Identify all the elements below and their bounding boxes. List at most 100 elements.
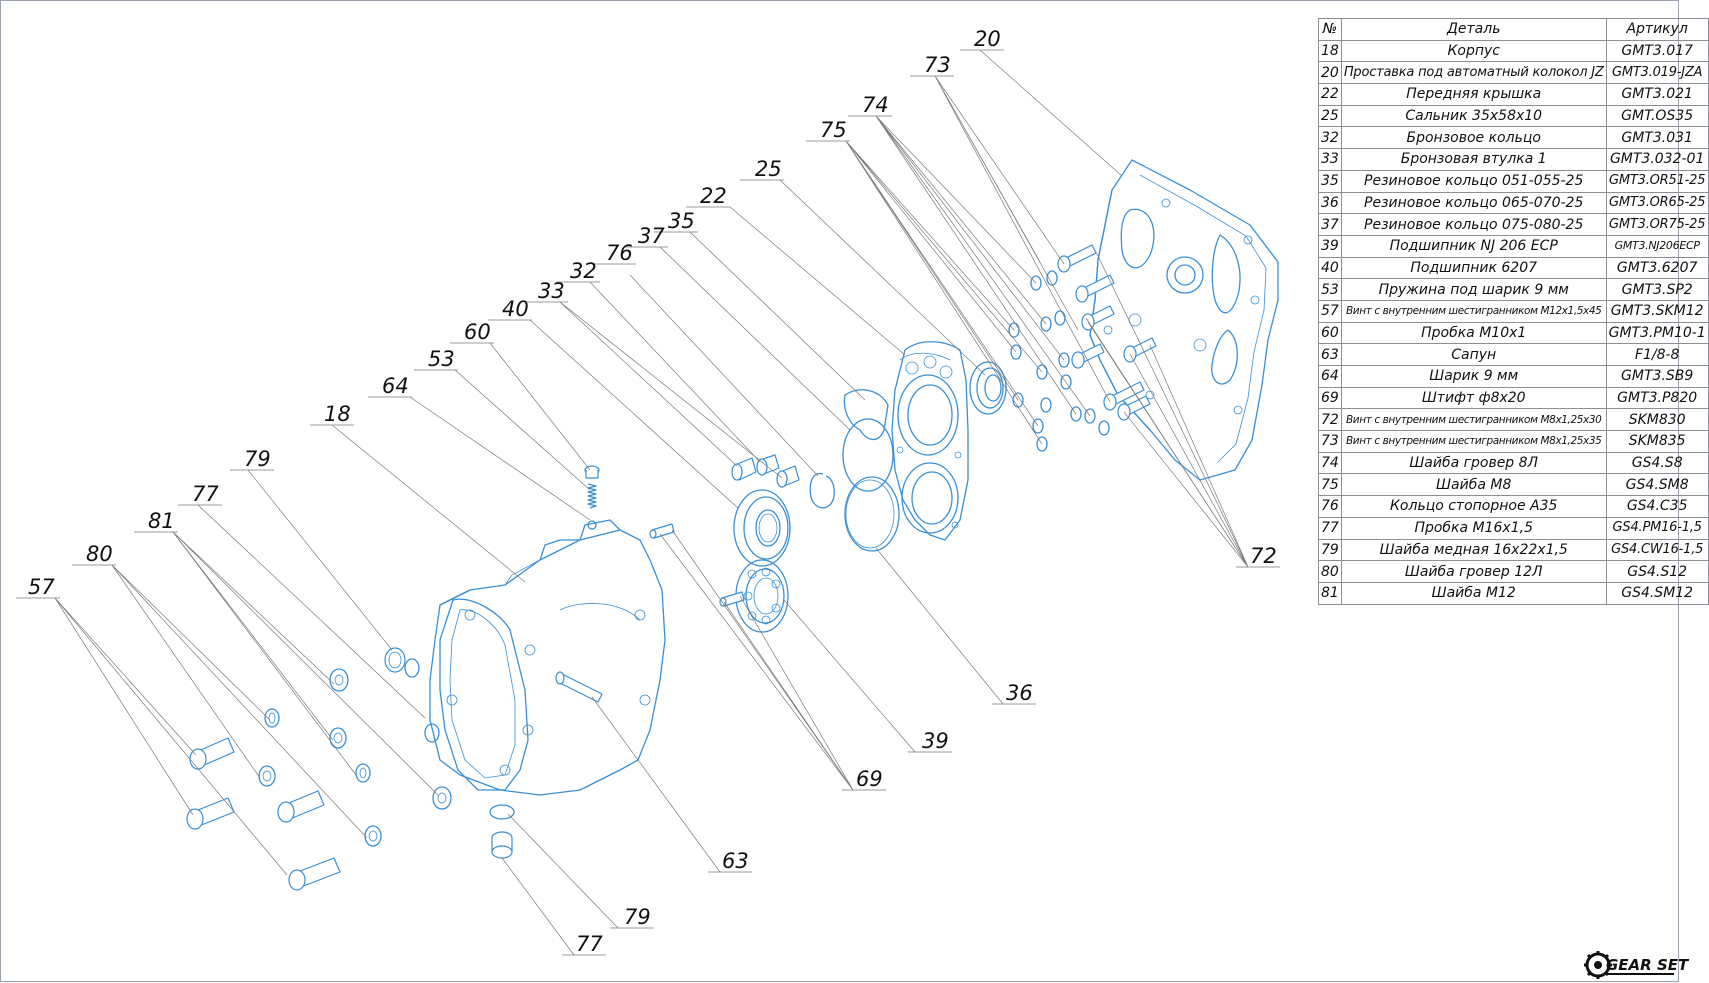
svg-text:33: 33 bbox=[538, 279, 565, 303]
row-number: 60 bbox=[1318, 321, 1342, 345]
svg-text:77: 77 bbox=[576, 932, 603, 956]
row-number: 57 bbox=[1318, 299, 1342, 323]
parts-77-79-bottom bbox=[489, 804, 515, 859]
callout-57: 57 bbox=[16, 575, 60, 599]
leader-lines bbox=[54, 49, 1249, 956]
row-number: 63 bbox=[1318, 343, 1342, 366]
parts-60-53-64 bbox=[584, 465, 600, 530]
bushings-32-33 bbox=[731, 454, 800, 488]
callout-18: 18 bbox=[310, 402, 354, 426]
row-part-name: Передняя крышка bbox=[1340, 83, 1607, 106]
row-article: GS4.CW16-1,5 bbox=[1605, 538, 1709, 562]
callout-25: 25 bbox=[740, 157, 784, 181]
callout-32: 32 bbox=[556, 259, 600, 283]
callout-69: 69 bbox=[842, 767, 886, 791]
row-article: GMT3.OR51-25 bbox=[1605, 169, 1709, 193]
row-part-name: Шайба М8 bbox=[1340, 473, 1607, 497]
row-part-name: Сапун bbox=[1340, 343, 1607, 366]
svg-text:79: 79 bbox=[624, 905, 651, 929]
svg-text:73: 73 bbox=[924, 53, 951, 77]
row-number: 40 bbox=[1318, 256, 1342, 280]
part-22-front-cover bbox=[891, 341, 969, 541]
callout-79-bottom: 79 bbox=[610, 905, 654, 929]
part-25-seal bbox=[969, 361, 1007, 415]
svg-text:25: 25 bbox=[755, 157, 782, 181]
row-number: 72 bbox=[1318, 408, 1342, 432]
rubber-rings-35-36-37 bbox=[842, 389, 900, 552]
row-article: GS4.S8 bbox=[1605, 451, 1709, 475]
logo-text: GEAR SET bbox=[1606, 956, 1690, 974]
svg-text:81: 81 bbox=[148, 509, 175, 533]
callout-64: 64 bbox=[368, 374, 412, 398]
gear-icon bbox=[1584, 951, 1612, 979]
part-63-breather bbox=[555, 671, 603, 703]
row-number: 37 bbox=[1318, 213, 1342, 236]
row-part-name: Винт с внутренним шестигранником М12x1,5… bbox=[1340, 299, 1607, 323]
part-76-retaining-ring bbox=[809, 472, 835, 509]
row-article: GMT3.017 bbox=[1605, 39, 1709, 63]
row-number: 80 bbox=[1318, 560, 1342, 583]
header-part: Деталь bbox=[1340, 18, 1607, 41]
callout-76: 76 bbox=[592, 241, 636, 265]
parts-77-79-left bbox=[384, 647, 420, 678]
bolts-57 bbox=[186, 737, 341, 891]
row-article: GMT3.NJ206ECP bbox=[1605, 234, 1709, 258]
svg-text:57: 57 bbox=[28, 575, 55, 599]
svg-text:18: 18 bbox=[324, 402, 351, 426]
gear-set-logo: GEAR SET bbox=[1584, 951, 1690, 979]
row-article: GMT3.032-01 bbox=[1605, 148, 1709, 171]
row-article: GS4.C35 bbox=[1605, 495, 1709, 518]
row-part-name: Подшипник NJ 206 ECP bbox=[1340, 234, 1607, 258]
row-part-name: Пружина под шарик 9 мм bbox=[1340, 278, 1607, 301]
row-number: 53 bbox=[1318, 278, 1342, 301]
callout-77-bottom: 77 bbox=[562, 932, 606, 956]
svg-text:35: 35 bbox=[668, 209, 695, 233]
svg-text:74: 74 bbox=[862, 93, 889, 117]
row-number: 79 bbox=[1318, 538, 1342, 562]
row-part-name: Винт с внутренним шестигранником М8x1,25… bbox=[1340, 408, 1607, 432]
row-article: GS4.PM16-1,5 bbox=[1605, 516, 1709, 540]
row-number: 74 bbox=[1318, 451, 1342, 475]
callout-40: 40 bbox=[488, 297, 532, 321]
row-number: 73 bbox=[1318, 430, 1342, 453]
callout-labels: 20 73 74 75 25 22 35 37 76 32 33 40 60 5… bbox=[16, 27, 1280, 956]
callout-79-upper: 79 bbox=[230, 447, 274, 471]
row-part-name: Резиновое кольцо 075-080-25 bbox=[1340, 213, 1607, 236]
callout-53: 53 bbox=[414, 347, 458, 371]
row-article: GS4.SM12 bbox=[1605, 581, 1709, 605]
callout-73: 73 bbox=[910, 53, 954, 77]
row-article: GS4.S12 bbox=[1605, 560, 1709, 583]
row-part-name: Бронзовое кольцо bbox=[1340, 126, 1607, 150]
callout-72: 72 bbox=[1236, 544, 1280, 568]
svg-text:36: 36 bbox=[1006, 681, 1033, 705]
row-number: 32 bbox=[1318, 126, 1342, 150]
row-part-name: Шайба гровер 8Л bbox=[1340, 451, 1607, 475]
row-part-name: Подшипник 6207 bbox=[1340, 256, 1607, 280]
row-number: 77 bbox=[1318, 516, 1342, 540]
part-39-roller-bearing bbox=[735, 559, 789, 633]
svg-text:75: 75 bbox=[820, 118, 847, 142]
row-article: GMT3.OR65-25 bbox=[1605, 191, 1709, 215]
callout-80: 80 bbox=[72, 542, 116, 566]
svg-text:64: 64 bbox=[382, 374, 409, 398]
svg-text:63: 63 bbox=[722, 849, 749, 873]
svg-text:79: 79 bbox=[244, 447, 271, 471]
row-article: GMT3.SP2 bbox=[1605, 278, 1709, 301]
row-article: GMT3.SB9 bbox=[1605, 365, 1709, 388]
pins-69 bbox=[649, 523, 745, 607]
row-part-name: Кольцо стопорное А35 bbox=[1340, 495, 1607, 518]
part-20-spacer bbox=[1089, 159, 1279, 481]
row-article: GMT3.P820 bbox=[1605, 386, 1709, 410]
